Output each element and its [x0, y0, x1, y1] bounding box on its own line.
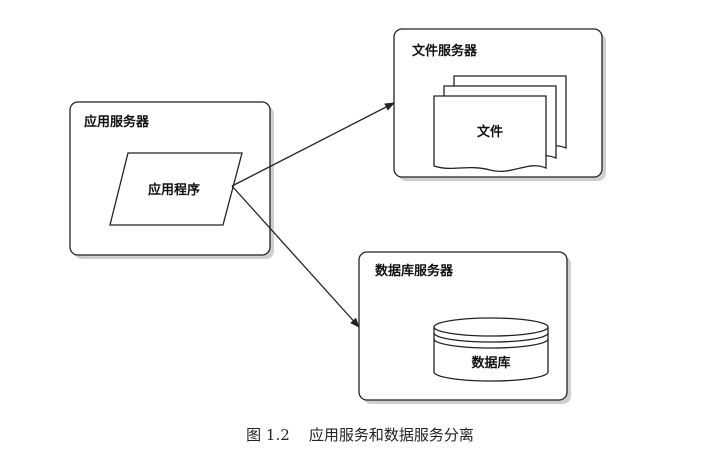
app-server-title: 应用服务器 — [84, 114, 150, 130]
app-server-node: 应用服务器 应用程序 — [69, 101, 274, 259]
arrow-to-file-server — [231, 102, 395, 187]
database-label: 数据库 — [471, 355, 510, 371]
file-label: 文件 — [477, 124, 503, 140]
db-server-title: 数据库服务器 — [375, 263, 454, 279]
file-server-title: 文件服务器 — [412, 43, 478, 59]
application-label: 应用程序 — [148, 182, 200, 198]
database-cylinder-icon — [433, 317, 549, 382]
file-documents-icon — [433, 75, 567, 172]
file-server-node: 文件服务器 文件 — [393, 28, 606, 181]
application-shape — [109, 152, 243, 226]
db-server-node: 数据库服务器 数据库 — [358, 251, 571, 404]
figure-caption: 图 1.2 应用服务和数据服务分离 — [246, 426, 474, 444]
arrow-to-db-server — [231, 185, 360, 328]
